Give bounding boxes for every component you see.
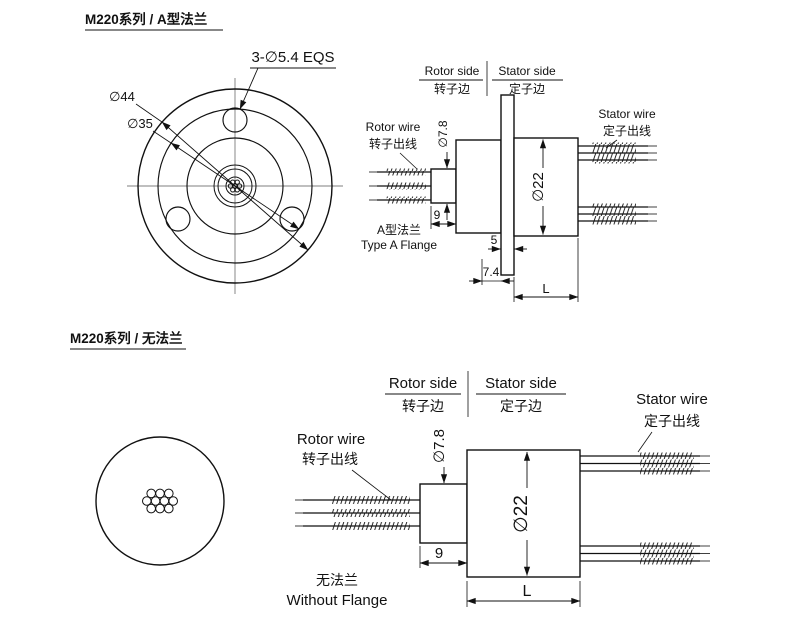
stator-wires [580,452,710,565]
rotor-body [419,483,468,544]
dim-dia78-label: ∅7.8 [436,120,450,147]
rotor-wire-label-en: Rotor wire [297,431,365,448]
dim74-label: 7.4 [483,265,500,279]
flange-section-title: M220系列 / A型法兰 [85,11,207,27]
noflange-section: M220系列 / 无法兰 Rotor side 转子边 Stator side … [70,330,710,609]
rotor-body [455,139,502,234]
dia35-leader [152,130,172,144]
dimL-label: L [523,583,532,600]
dim-holes-label: 3-∅5.4 EQS [251,49,334,66]
flange-outer-circle [137,88,333,284]
bolt-hole-left [165,206,191,232]
stator-wire-label-zh: 定子出线 [603,123,651,138]
flange-section: M220系列 / A型法兰 ∅44 ∅35 [85,11,657,302]
rotor-side-label-zh: 转子边 [402,398,444,414]
wire-bundle-cross-section [142,488,178,514]
holes-leader [239,67,259,110]
stator-body [513,137,579,237]
noflange-caption-zh: 无法兰 [316,572,358,588]
body-outline-circle [95,436,225,566]
stator-side-label-en: Stator side [498,64,556,78]
dim-dia44-label: ∅44 [109,89,135,104]
flange-front-view: ∅44 ∅35 3-∅5.4 EQS [109,49,343,294]
flange-side-view: Rotor side 转子边 Stator side 定子边 [361,61,657,302]
rotor-wire-leader [351,469,392,501]
flange-inner-circle [157,108,313,264]
dim5-label: 5 [491,233,498,247]
rotor-side-label-zh: 转子边 [434,81,470,96]
rotor-shaft [430,168,457,204]
flange-caption-en: Type A Flange [361,238,437,252]
stator-wire-leader [605,139,618,149]
dim-dia22-label: ∅22 [511,495,532,533]
stator-side-label-en: Stator side [485,375,557,392]
stator-body [466,449,581,578]
flange-plate [500,94,515,276]
stator-side-label-zh: 定子边 [509,81,545,96]
rotor-wire-label-en: Rotor wire [366,120,421,134]
dim9-label: 9 [435,545,443,562]
dim-dia35-label: ∅35 [127,116,153,131]
rotor-side-label-en: Rotor side [425,64,480,78]
stator-wire-label-zh: 定子出线 [644,413,700,429]
rotor-wires [295,496,420,530]
noflange-side-view: Rotor side 转子边 Stator side 定子边 Stator wi… [287,371,710,609]
stator-side-label-zh: 定子边 [500,398,542,414]
dimL-label: L [542,281,549,296]
dim-dia78-label: ∅7.8 [431,429,448,463]
dia35-dimension-line [170,142,300,230]
stator-wire-label-en: Stator wire [636,391,708,408]
rotor-wires [369,168,431,204]
noflange-front-view [95,436,225,566]
dim9-label: 9 [434,208,441,222]
stator-wire-label-en: Stator wire [598,107,656,121]
rotor-wire-label-zh: 转子出线 [369,136,417,151]
noflange-section-title: M220系列 / 无法兰 [70,330,183,346]
noflange-caption-en: Without Flange [287,592,388,609]
rotor-wire-leader [399,152,418,170]
stator-wire-leader [637,431,653,453]
dia44-leader [135,103,163,123]
stator-wires [578,142,657,225]
rotor-side-label-en: Rotor side [389,375,457,392]
dim-dia22-label: ∅22 [530,172,547,202]
rotor-wire-label-zh: 转子出线 [302,451,358,467]
flange-caption-zh: A型法兰 [377,223,421,237]
